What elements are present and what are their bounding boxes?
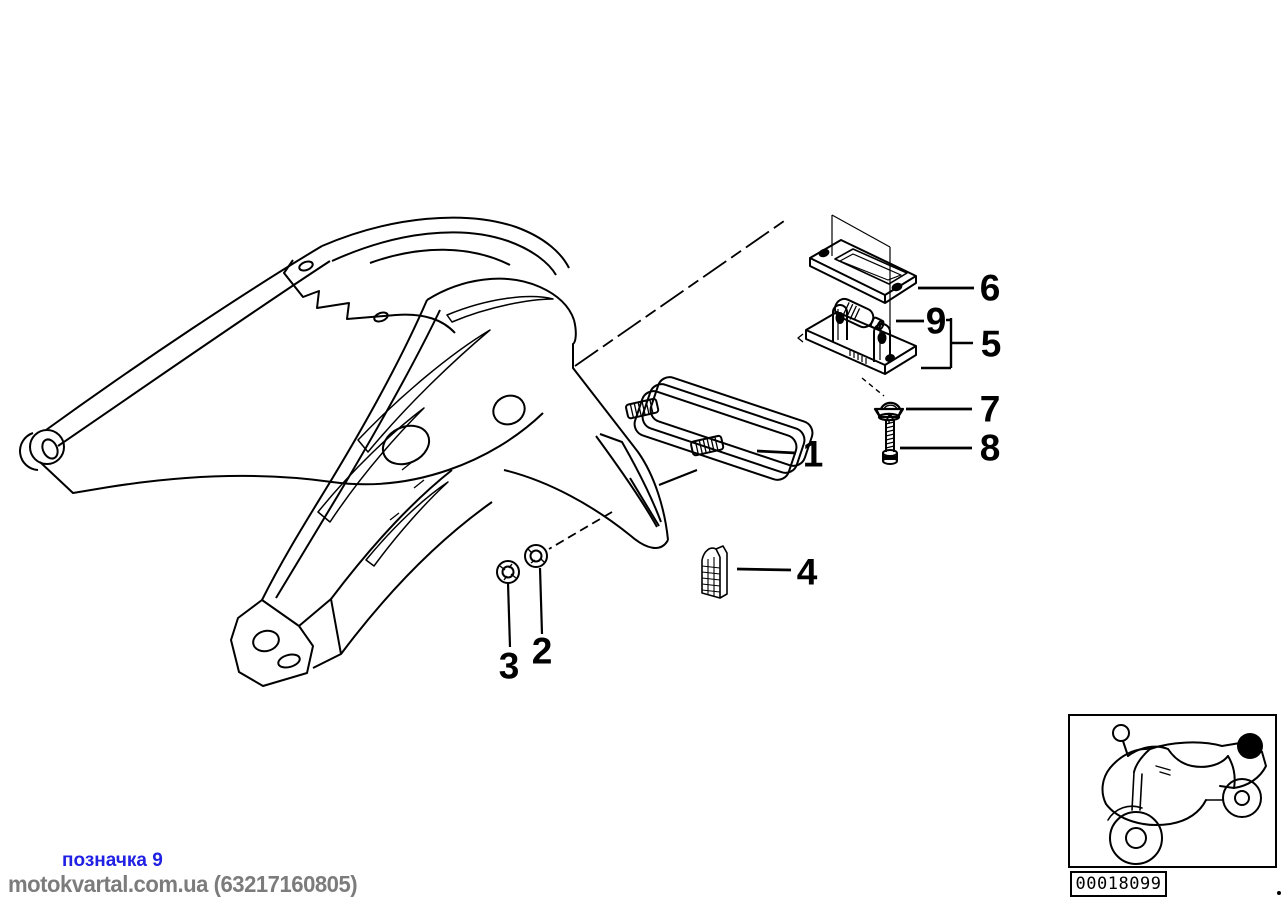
part-callout-5: 5 <box>980 323 1002 365</box>
rear-fender-drawing <box>19 216 669 687</box>
motorcycle-icon <box>1101 724 1267 865</box>
part-callout-2: 2 <box>531 630 553 672</box>
location-thumbnail <box>1068 714 1277 868</box>
diagram-id: 00018099 <box>1075 874 1162 894</box>
stray-dot <box>1277 891 1281 895</box>
leader-lines <box>506 286 974 648</box>
dashed-leader-lines <box>548 218 788 550</box>
part-callout-6: 6 <box>979 267 1001 309</box>
footer-watermark: motokvartal.com.ua (63217160805) <box>8 871 358 897</box>
washer-part <box>524 544 548 568</box>
part-callout-7: 7 <box>979 388 1001 430</box>
diagram-id-box: 00018099 <box>1070 871 1167 897</box>
footer-annotation: позначка 9 <box>62 850 163 871</box>
reflector-part <box>625 376 814 487</box>
license-light-assembly <box>797 214 917 425</box>
part-callout-4: 4 <box>796 551 818 593</box>
part-callout-9: 9 <box>925 300 947 342</box>
grille-part <box>701 545 728 599</box>
part-callout-1: 1 <box>802 433 824 475</box>
part-callout-8: 8 <box>979 427 1001 469</box>
part-location-marker <box>1237 733 1263 759</box>
nut-part <box>496 560 520 584</box>
screw-part <box>882 413 898 465</box>
part-callout-3: 3 <box>498 645 520 687</box>
